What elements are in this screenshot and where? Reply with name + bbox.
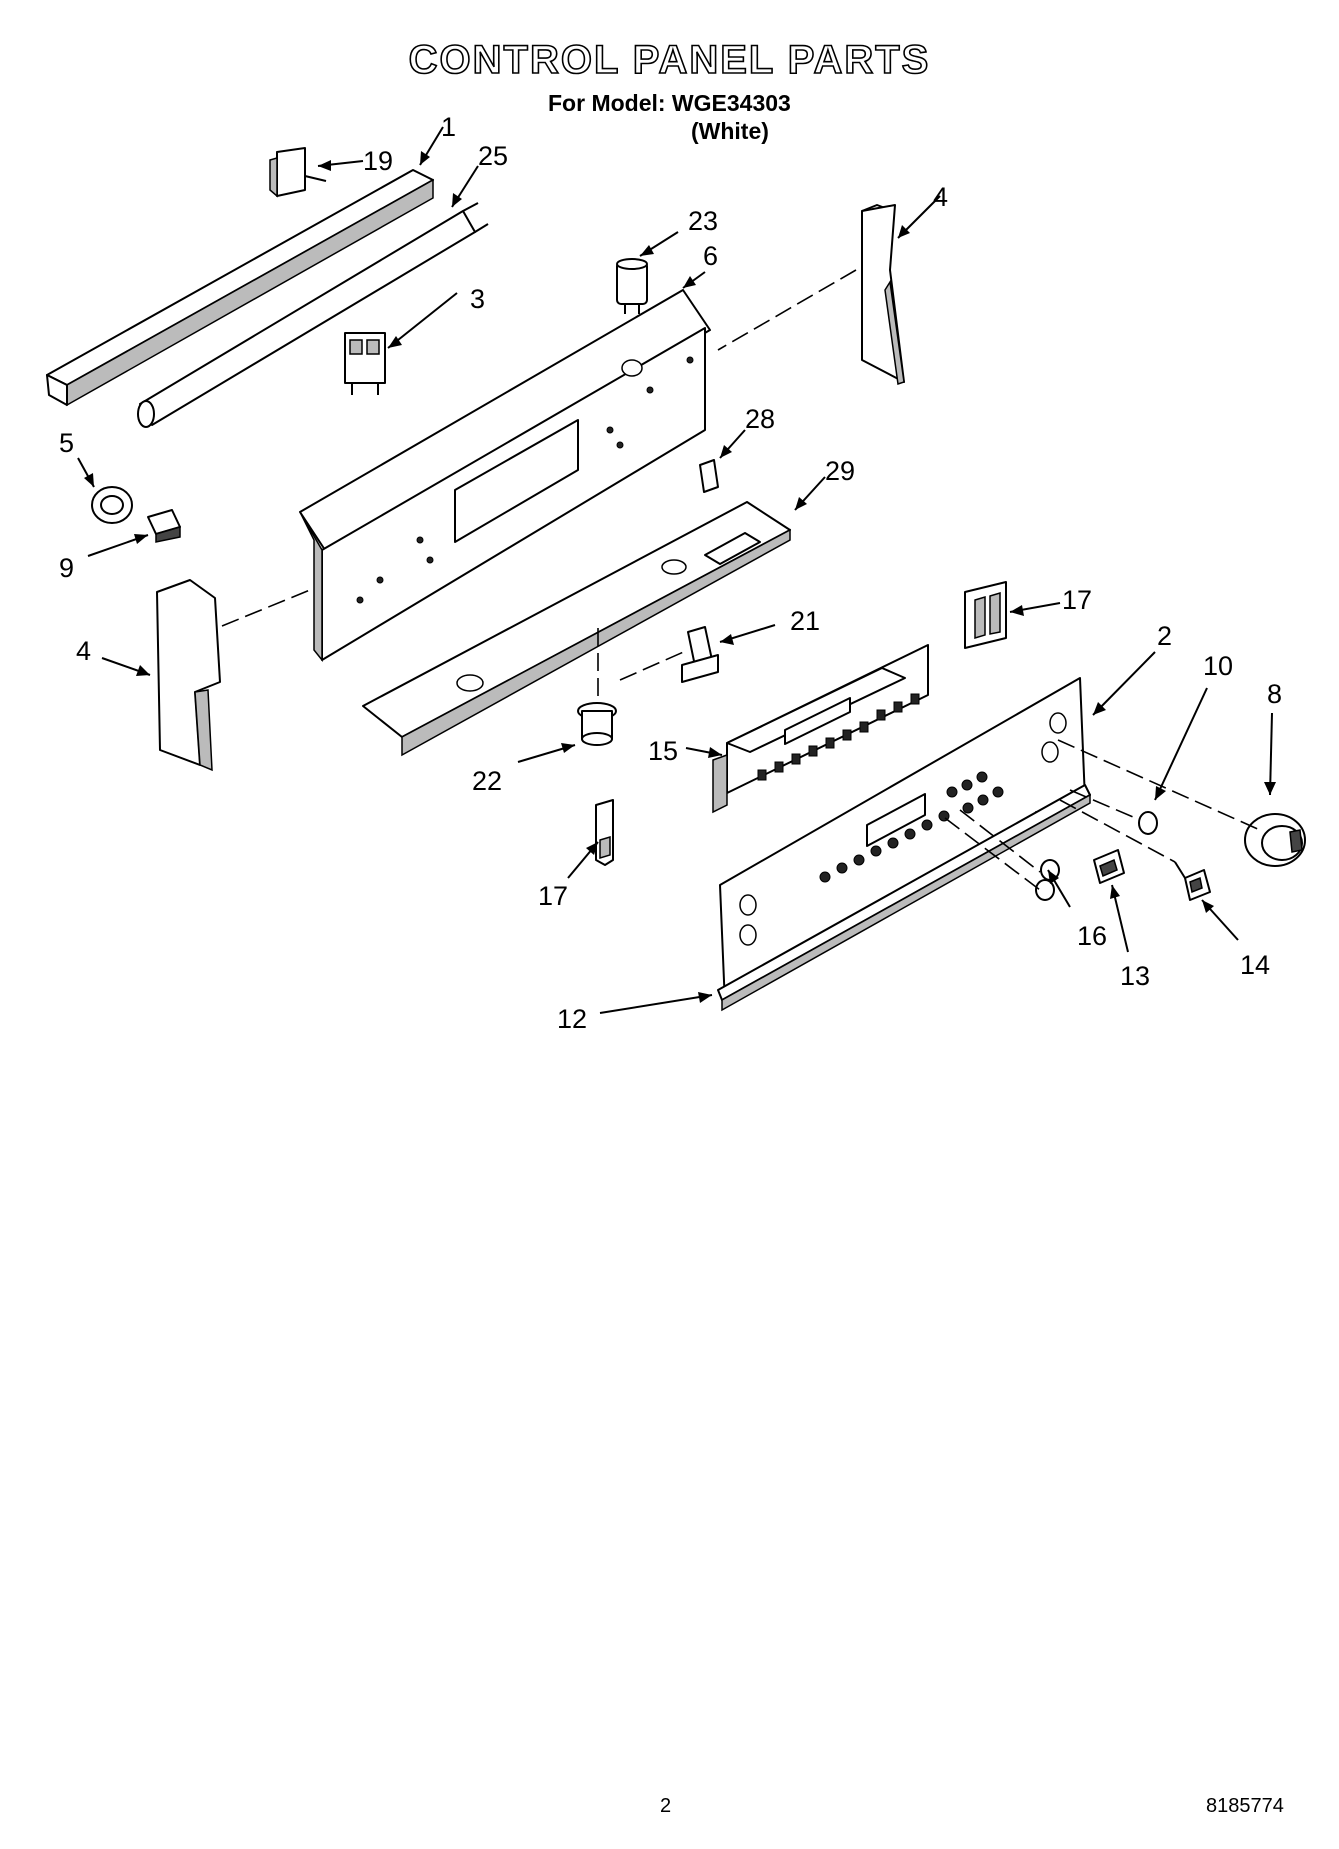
callout-28: 28 [745, 404, 775, 434]
assembly-lines [221, 269, 1261, 891]
callout-4-left: 4 [76, 636, 91, 666]
part-8-large-knob [1244, 813, 1306, 867]
callout-2: 2 [1157, 621, 1172, 651]
callout-19: 19 [363, 146, 393, 176]
page-number: 2 [660, 1795, 672, 1817]
part-5-ring [91, 486, 133, 524]
callout-8: 8 [1267, 679, 1282, 709]
part-19-switch [269, 147, 327, 198]
board-button-grid [757, 693, 920, 781]
callout-17-top: 17 [1062, 585, 1092, 615]
part-22-spacer [577, 702, 617, 746]
part-10-small-knob [1138, 811, 1158, 835]
callout-10: 10 [1203, 651, 1233, 681]
callout-17-bottom: 17 [538, 881, 568, 911]
callout-15: 15 [648, 736, 678, 766]
callout-21: 21 [790, 606, 820, 636]
part-23-capacitor [616, 258, 648, 314]
part-28-bracket [699, 459, 719, 493]
callout-labels: 1 25 19 23 6 4 3 5 28 29 9 4 17 21 2 10 … [59, 112, 1282, 1034]
callout-3: 3 [470, 284, 485, 314]
callout-23: 23 [688, 206, 718, 236]
part-29-lower-shelf [362, 501, 791, 757]
callout-12: 12 [557, 1004, 587, 1034]
callout-14: 14 [1240, 950, 1270, 980]
callout-1: 1 [441, 112, 456, 142]
part-2-control-panel [719, 677, 1086, 1006]
model-number: For Model: WGE34303 [548, 90, 791, 116]
callout-6: 6 [703, 241, 718, 271]
part-1-trim-bar [46, 169, 434, 407]
document-number: 8185774 [1206, 1795, 1284, 1817]
model-variant: (White) [691, 118, 769, 144]
part-13-rocker [1093, 849, 1125, 884]
part-4-left-end-cap [156, 579, 221, 772]
callout-16: 16 [1077, 921, 1107, 951]
part-4-right-end-cap [861, 204, 905, 385]
callout-22: 22 [472, 766, 502, 796]
part-3-switch [344, 332, 386, 395]
callout-13: 13 [1120, 961, 1150, 991]
panel-button-row [819, 771, 1004, 883]
part-25-tube [137, 202, 489, 428]
callout-9: 9 [59, 553, 74, 583]
page-title: CONTROL PANEL PARTS [408, 37, 931, 83]
part-17-top-clip [964, 581, 1007, 649]
callout-4-right: 4 [933, 182, 948, 212]
part-6-control-bracket [299, 289, 711, 663]
leader-arrows [77, 126, 1276, 1014]
callout-5: 5 [59, 428, 74, 458]
callout-29: 29 [825, 456, 855, 486]
part-14-switch [1174, 861, 1211, 901]
part-12-bottom-trim [717, 784, 1091, 1012]
part-9-clip [147, 509, 181, 543]
part-17-bottom-clip [595, 799, 614, 866]
part-15-control-board [712, 644, 929, 814]
part-21-bracket [681, 626, 719, 683]
callout-25: 25 [478, 141, 508, 171]
